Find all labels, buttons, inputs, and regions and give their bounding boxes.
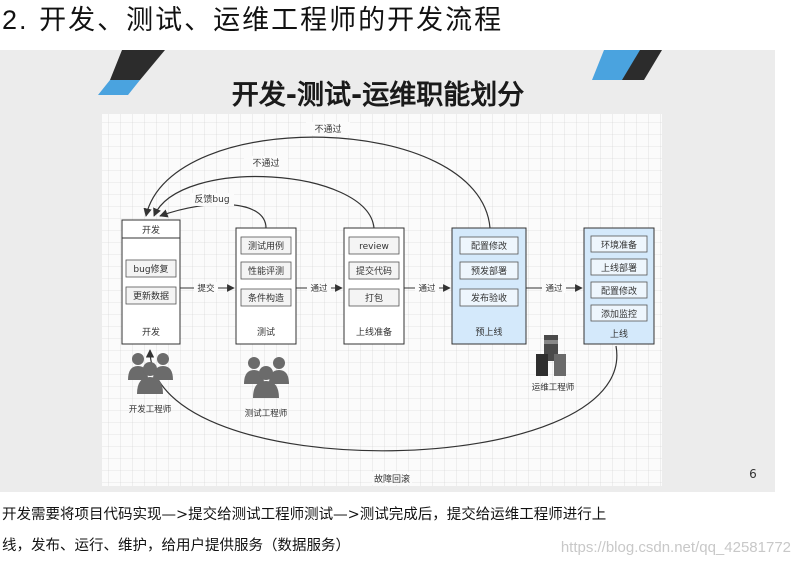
diagram-slide: 开发-测试-运维职能划分 不通过 不通过 反馈bug 故障回滚 开发 bug修复… (0, 50, 775, 492)
heading-number: 2. (2, 5, 29, 35)
stage-preprod: 配置修改 预发部署 发布验收 预上线 (451, 227, 527, 345)
arrow-submit-label: 提交 (197, 283, 215, 294)
stage-prepare-item-2: 打包 (365, 292, 383, 304)
loop-fault-arrow (145, 345, 618, 452)
slide-decoration (98, 50, 662, 95)
test-engineer-people-icon (244, 357, 289, 398)
arrow-pass-2-label: 通过 (418, 283, 436, 294)
dev-engineer-label: 开发工程师 (129, 404, 172, 415)
stage-dev: 开发 bug修复 更新数据 开发 (121, 219, 181, 345)
loop-fail-outer-arrow (143, 136, 491, 229)
stage-preprod-item-2: 发布验收 (471, 292, 507, 304)
stage-dev-item-1: bug修复 (133, 263, 168, 275)
stage-prod-label: 上线 (610, 328, 628, 340)
ops-engineer-label: 运维工程师 (532, 382, 575, 393)
page-heading: 2. 开发、测试、运维工程师的开发流程 (2, 0, 503, 44)
loop-fail-outer-label: 不通过 (314, 123, 341, 135)
loop-fail-inner-label: 不通过 (252, 157, 279, 169)
heading-title: 开发、测试、运维工程师的开发流程 (39, 5, 504, 36)
stage-prod-item-0: 环境准备 (601, 239, 637, 251)
stage-prepare-item-0: review (359, 242, 389, 252)
stage-prepare-item-1: 提交代码 (356, 265, 392, 277)
stage-preprod-label: 预上线 (475, 326, 502, 338)
stage-prepare-label: 上线准备 (356, 326, 392, 338)
loop-fault-label: 故障回滚 (374, 473, 410, 485)
loop-fail-inner-arrow (153, 175, 375, 229)
stage-prod-item-3: 添加监控 (601, 308, 637, 320)
arrow-pass-1-label: 通过 (310, 283, 328, 294)
slide-title: 开发-测试-运维职能划分 (232, 79, 524, 111)
stage-preprod-item-0: 配置修改 (471, 240, 507, 252)
stage-test: 测试用例 性能评测 条件构造 测试 (235, 227, 297, 345)
stage-prod: 环境准备 上线部署 配置修改 添加监控 上线 (583, 227, 655, 345)
ops-server-icon (536, 335, 566, 376)
stage-test-item-1: 性能评测 (248, 265, 284, 277)
slide-page-number: 6 (749, 467, 757, 481)
stage-dev-item-2: 更新数据 (133, 290, 169, 302)
diagram-canvas: 开发-测试-运维职能划分 不通过 不通过 反馈bug 故障回滚 开发 bug修复… (98, 50, 757, 486)
loop-feedback-label: 反馈bug (194, 193, 229, 205)
stage-prod-item-2: 配置修改 (601, 285, 637, 297)
stage-prod-item-1: 上线部署 (601, 262, 637, 274)
arrow-pass-3-label: 通过 (545, 283, 563, 294)
description-line-2: 线，发布、运行、维护，给用户提供服务（数据服务） (2, 538, 350, 554)
stage-dev-item-0: 开发 (142, 224, 160, 236)
stage-prepare: review 提交代码 打包 上线准备 (343, 227, 405, 345)
dev-engineer-people-icon (128, 353, 173, 394)
stage-dev-label: 开发 (142, 326, 160, 338)
description-text: 开发需要将项目代码实现—>提交给测试工程师测试—>测试完成后，提交给运维工程师进… (2, 500, 792, 562)
stage-preprod-item-1: 预发部署 (471, 265, 507, 277)
stage-test-item-0: 测试用例 (248, 240, 284, 252)
watermark: https://blog.csdn.net/qq_42581772 (560, 539, 791, 556)
test-engineer-label: 测试工程师 (245, 408, 288, 419)
description-line-1: 开发需要将项目代码实现—>提交给测试工程师测试—>测试完成后，提交给运维工程师进… (2, 507, 607, 523)
stage-test-label: 测试 (257, 326, 275, 338)
stage-test-item-2: 条件构造 (248, 292, 284, 304)
